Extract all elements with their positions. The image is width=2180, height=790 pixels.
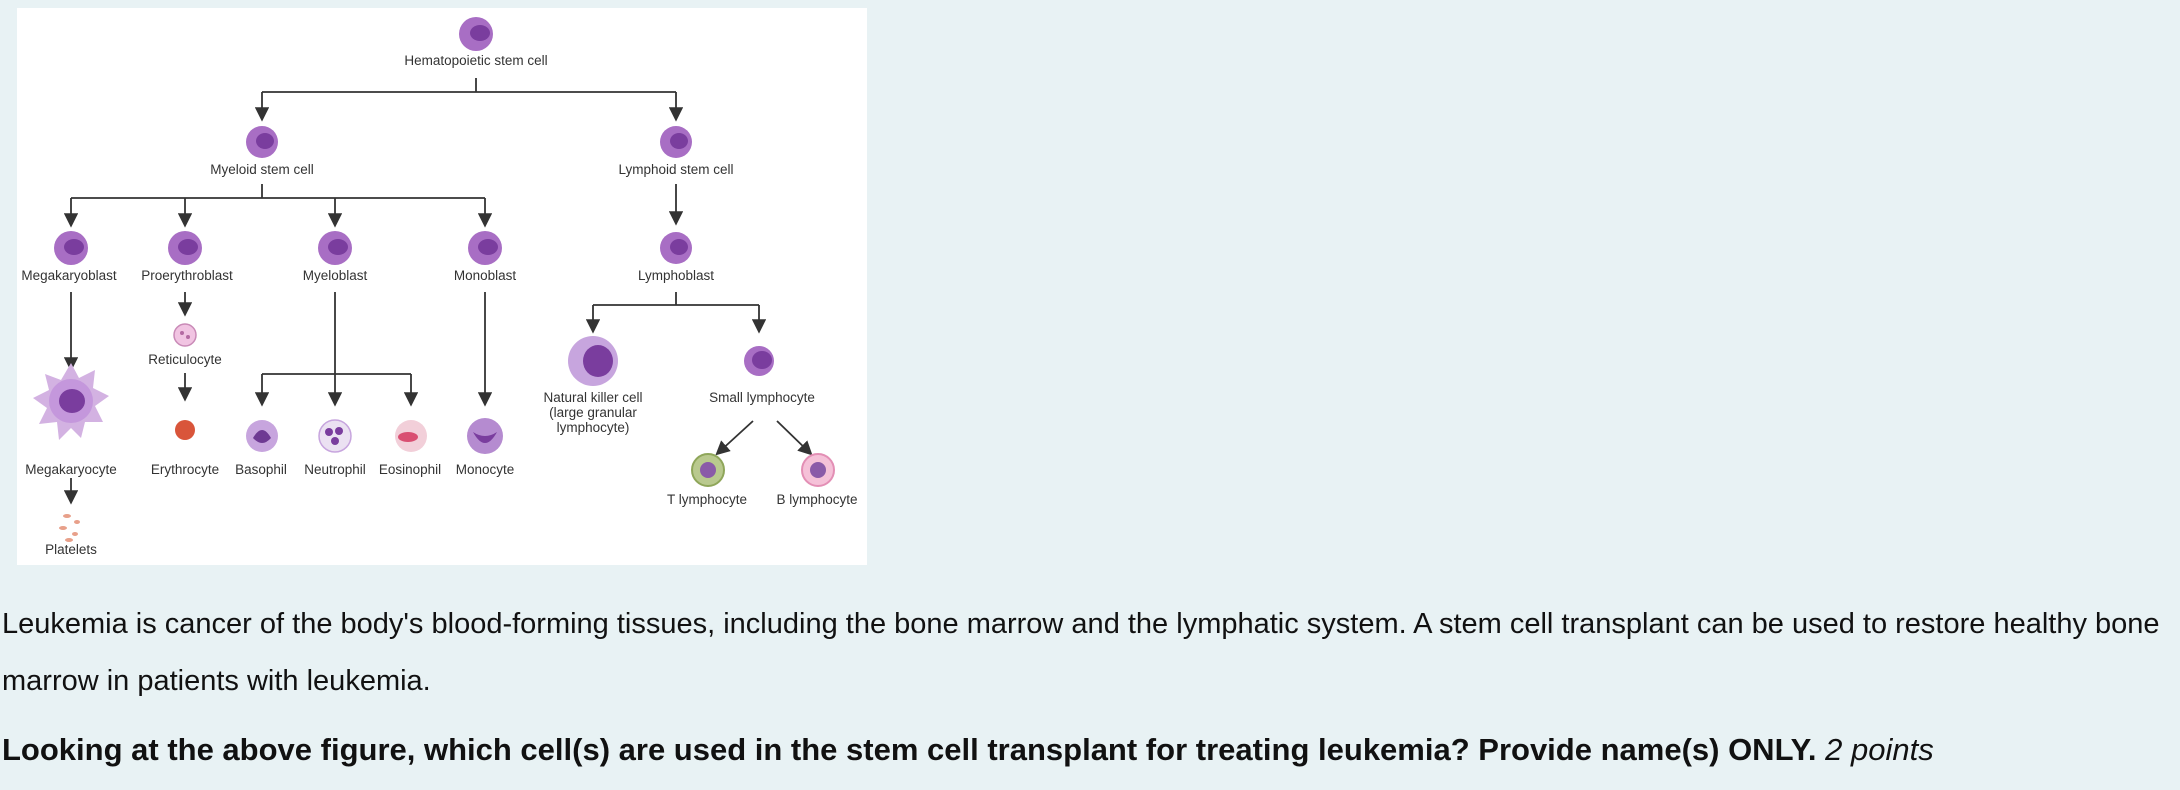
- label-monoblast: Monoblast: [454, 268, 517, 283]
- eosinophil-icon: [395, 420, 427, 452]
- points-label: 2 points: [1825, 732, 1934, 767]
- b-lymphocyte-icon: [801, 453, 835, 487]
- label-hsc: Hematopoietic stem cell: [404, 53, 547, 68]
- lymphoid-stem-cell-icon: [660, 126, 692, 158]
- connector-lines: [63, 78, 813, 505]
- question-line: Looking at the above figure, which cell(…: [2, 726, 2172, 774]
- label-eosinophil: Eosinophil: [379, 462, 441, 477]
- neutrophil-icon: [318, 419, 352, 453]
- lymphoblast-icon: [660, 232, 692, 264]
- question-text: Looking at the above figure, which cell(…: [2, 732, 1817, 767]
- label-lymphoid: Lymphoid stem cell: [618, 162, 733, 177]
- label-nk-line2: (large granular: [549, 405, 637, 420]
- t-lymphocyte-icon: [691, 453, 725, 487]
- label-basophil: Basophil: [235, 462, 287, 477]
- myeloblast-icon: [318, 231, 352, 265]
- label-nk-line3: lymphocyte): [557, 420, 630, 435]
- monoblast-icon: [468, 231, 502, 265]
- label-megakaryoblast: Megakaryoblast: [21, 268, 117, 283]
- platelets-icon: [59, 514, 80, 542]
- label-t-lymphocyte: T lymphocyte: [667, 492, 747, 507]
- hematopoiesis-figure: Hematopoietic stem cell Myeloid stem cel…: [17, 8, 867, 565]
- small-lymphocyte-icon: [744, 346, 774, 376]
- label-nk-line1: Natural killer cell: [543, 390, 642, 405]
- megakaryoblast-icon: [54, 231, 88, 265]
- label-platelets: Platelets: [45, 542, 97, 557]
- erythrocyte-icon: [175, 420, 195, 440]
- label-myeloblast: Myeloblast: [303, 268, 368, 283]
- hsc-cell-icon: [459, 17, 493, 51]
- hematopoiesis-diagram: Hematopoietic stem cell Myeloid stem cel…: [21, 17, 858, 557]
- label-small-lymphocyte: Small lymphocyte: [709, 390, 815, 405]
- monocyte-icon: [467, 418, 503, 454]
- natural-killer-cell-icon: [568, 336, 618, 386]
- label-erythrocyte: Erythrocyte: [151, 462, 219, 477]
- label-proerythroblast: Proerythroblast: [141, 268, 233, 283]
- basophil-icon: [246, 420, 278, 452]
- context-paragraph: Leukemia is cancer of the body's blood-f…: [2, 608, 2160, 697]
- label-monocyte: Monocyte: [456, 462, 515, 477]
- proerythroblast-icon: [168, 231, 202, 265]
- label-lymphoblast: Lymphoblast: [638, 268, 714, 283]
- label-megakaryocyte: Megakaryocyte: [25, 462, 117, 477]
- label-myeloid: Myeloid stem cell: [210, 162, 314, 177]
- label-neutrophil: Neutrophil: [304, 462, 366, 477]
- label-b-lymphocyte: B lymphocyte: [776, 492, 857, 507]
- label-reticulocyte: Reticulocyte: [148, 352, 222, 367]
- myeloid-stem-cell-icon: [246, 126, 278, 158]
- reticulocyte-icon: [173, 323, 197, 347]
- megakaryocyte-icon: [33, 363, 109, 440]
